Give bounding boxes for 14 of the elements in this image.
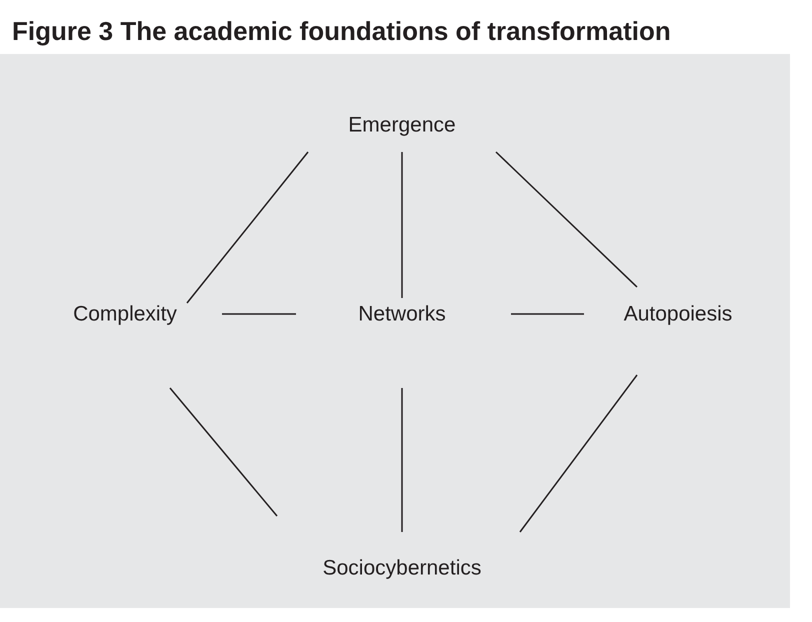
figure-title: Figure 3 The academic foundations of transformation	[12, 15, 671, 48]
connector-line	[401, 388, 403, 532]
connector-line	[401, 152, 403, 298]
connector-line	[495, 151, 638, 288]
node-label: Networks	[358, 298, 446, 330]
connector-line	[519, 374, 638, 532]
connector-line	[511, 313, 584, 315]
node-label: Emergence	[348, 109, 456, 141]
connector-line	[186, 152, 309, 304]
node-label: Complexity	[73, 298, 177, 330]
connector-line	[169, 388, 278, 516]
connector-line	[222, 313, 296, 315]
node-label: Sociocybernetics	[322, 552, 482, 584]
node-label: Autopoiesis	[624, 298, 732, 330]
